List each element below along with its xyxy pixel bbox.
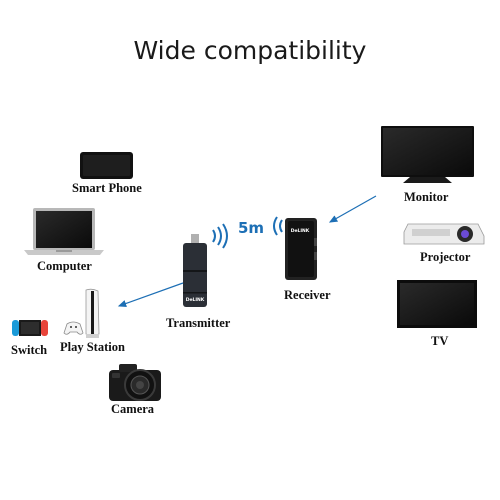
distance-label: 5m: [238, 219, 265, 237]
tv-label: TV: [431, 334, 449, 348]
receiver-brand-mark: DeLINK: [291, 228, 310, 234]
receiver-label: Receiver: [284, 288, 331, 302]
switch-console-icon: [12, 320, 48, 336]
transmitter-icon: [183, 234, 207, 307]
diagram-title: Wide compatibility: [133, 36, 367, 65]
display-to-receiver-arrow: [328, 195, 377, 223]
laptop-icon: [24, 208, 104, 255]
camera-icon: [109, 364, 161, 401]
transmitter-brand-mark: DeLINK: [186, 297, 205, 303]
projector-label: Projector: [420, 250, 471, 264]
smart-phone-label: Smart Phone: [72, 181, 142, 195]
receiver-wifi-icon: [273, 216, 283, 236]
computer-label: Computer: [37, 259, 92, 273]
tv-icon: [397, 280, 477, 328]
transmitter-wifi-icon: [212, 223, 228, 249]
projector-icon: [403, 223, 485, 245]
monitor-label: Monitor: [404, 190, 449, 204]
transmitter-label: Transmitter: [166, 316, 231, 330]
play-station-label: Play Station: [60, 340, 125, 354]
monitor-icon: [381, 126, 474, 183]
receiver-icon: [285, 218, 317, 280]
smart-phone-icon: [80, 152, 133, 179]
camera-label: Camera: [111, 402, 155, 416]
transmitter-to-sources-arrow: [117, 282, 184, 307]
controller-icon: [63, 321, 84, 335]
playstation-console-icon: [85, 288, 100, 338]
switch-label: Switch: [11, 343, 48, 357]
